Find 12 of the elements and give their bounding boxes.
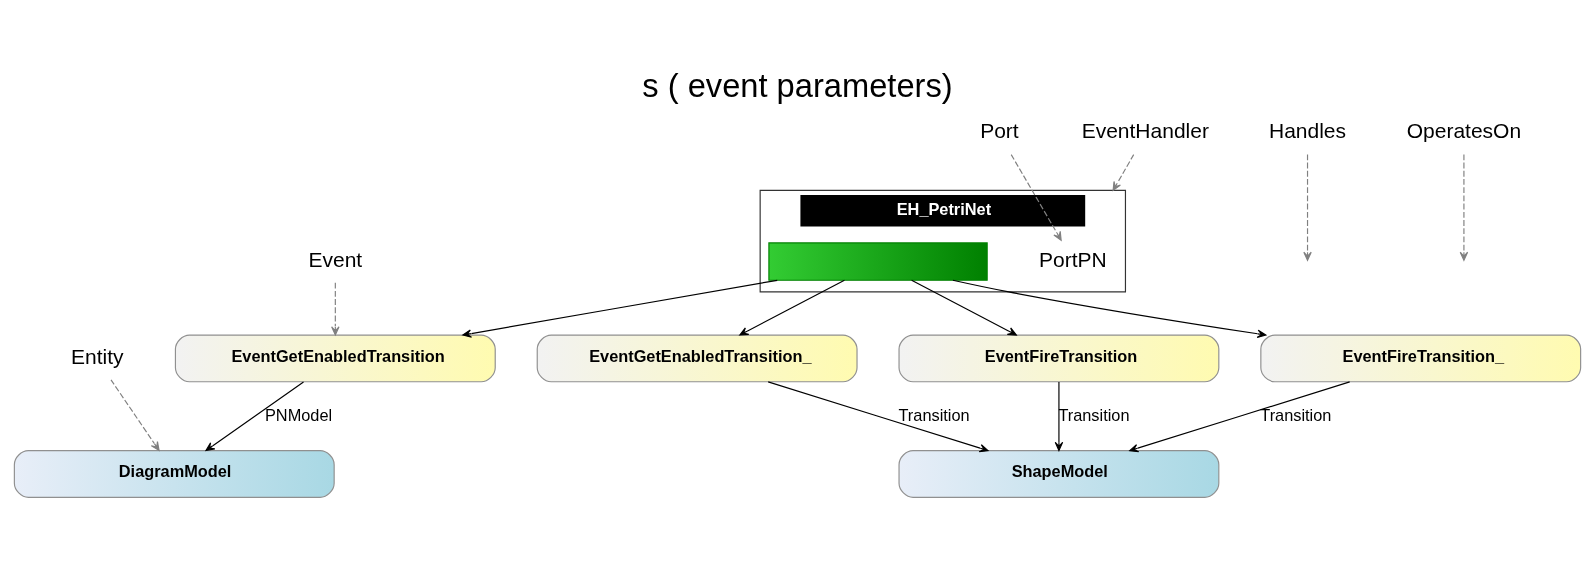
edge-label: PNModel: [264, 405, 333, 424]
node-text: PortPN: [1039, 247, 1107, 271]
node-text: Port: [980, 118, 1019, 142]
node-text: OperatesOn: [1406, 118, 1522, 142]
edge-label: Transition: [1260, 405, 1332, 424]
node-text: Handles: [1269, 118, 1347, 142]
edge-label: Transition: [1058, 405, 1130, 424]
diagram-title: s ( event parameters): [642, 66, 953, 104]
node-text: EventHandler: [1081, 118, 1209, 142]
node-text: Event: [308, 247, 363, 271]
edge-label: Transition: [898, 405, 970, 424]
node-text: Entity: [70, 344, 124, 368]
